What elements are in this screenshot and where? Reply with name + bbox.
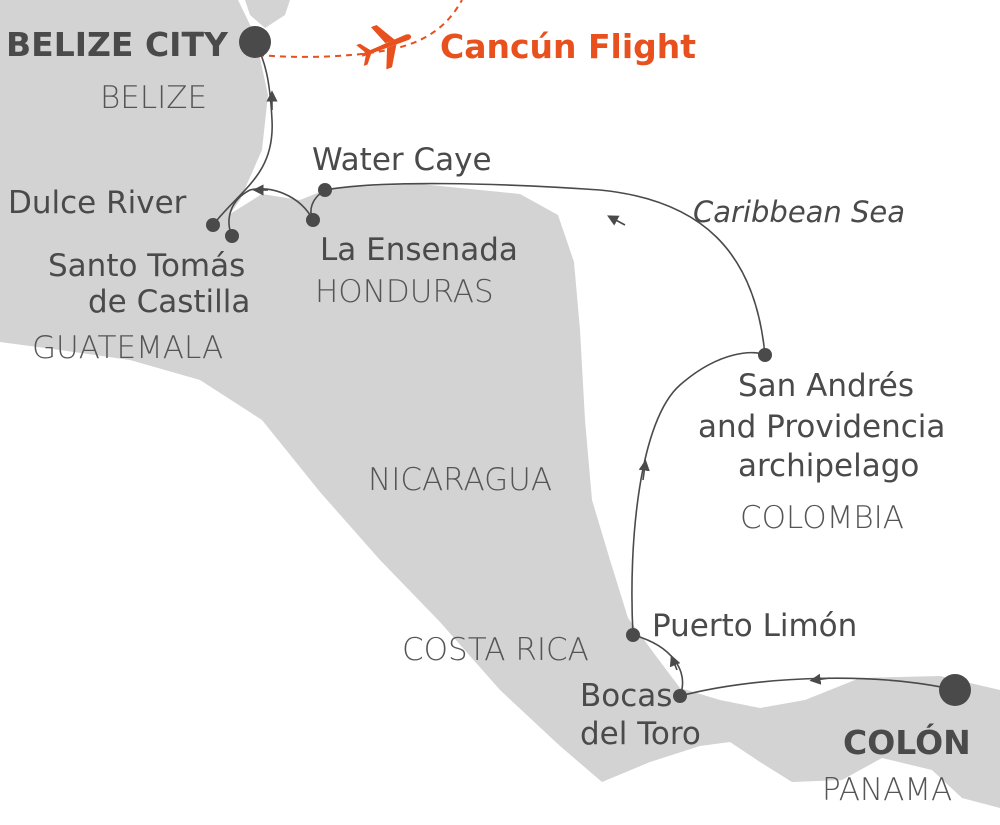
- label-belize: BELIZE: [100, 80, 207, 116]
- label-panama: PANAMA: [822, 772, 952, 808]
- flight-path: [257, 0, 463, 58]
- route-limon-sanandres: [631, 351, 766, 636]
- label-guatemala: GUATEMALA: [32, 330, 223, 366]
- route-sanandres-watercaye: [324, 182, 766, 356]
- label-bocas-1: Bocas: [580, 678, 672, 714]
- port-marker-san-andres[interactable]: [758, 348, 772, 362]
- route-lines: [212, 41, 956, 697]
- port-marker-bocas[interactable]: [673, 689, 687, 703]
- label-santo-tomas-1: Santo Tomás: [48, 248, 245, 284]
- land: [0, 0, 1000, 808]
- route-sanandres-arrow: [607, 215, 626, 226]
- landmass-central-america: [0, 0, 1000, 808]
- label-santo-tomas-2: de Castilla: [88, 284, 250, 320]
- label-san-andres-2: and Providencia: [698, 409, 945, 445]
- port-markers: [206, 26, 971, 706]
- port-marker-colon[interactable]: [939, 674, 971, 706]
- port-marker-puerto-limon[interactable]: [626, 628, 640, 642]
- port-marker-belize-city[interactable]: [239, 26, 271, 58]
- port-marker-la-ensenada[interactable]: [306, 213, 320, 227]
- island-north: [245, 0, 290, 28]
- label-nicaragua: NICARAGUA: [368, 462, 552, 498]
- labels: BELIZE CITY Cancún Flight BELIZE Water C…: [6, 25, 971, 808]
- airplane-icon: [356, 25, 412, 70]
- label-puerto-limon: Puerto Limón: [652, 608, 857, 644]
- port-marker-water-caye[interactable]: [318, 183, 332, 197]
- label-costa-rica: COSTA RICA: [402, 632, 589, 668]
- route-ensenada-santotomas: [228, 188, 314, 237]
- route-bocas-limon-arrow: [669, 654, 681, 671]
- label-bocas-2: del Toro: [580, 716, 701, 752]
- label-dulce-river: Dulce River: [8, 185, 187, 221]
- port-marker-santo-tomas[interactable]: [225, 229, 239, 243]
- label-colombia: COLOMBIA: [740, 500, 904, 536]
- label-colon: COLÓN: [843, 722, 971, 762]
- label-water-caye: Water Caye: [312, 142, 492, 178]
- route-dulce-belize: [212, 41, 273, 226]
- label-cancun-flight: Cancún Flight: [440, 27, 696, 66]
- port-marker-dulce-river[interactable]: [206, 218, 220, 232]
- label-caribbean-sea: Caribbean Sea: [693, 195, 905, 229]
- label-honduras: HONDURAS: [315, 274, 494, 310]
- label-belize-city: BELIZE CITY: [6, 25, 229, 64]
- label-san-andres-1: San Andrés: [738, 368, 914, 404]
- route-limon-arrow: [638, 459, 650, 481]
- label-la-ensenada: La Ensenada: [320, 232, 518, 268]
- label-san-andres-3: archipelago: [738, 448, 919, 484]
- route-colon-bocas-arrow: [809, 673, 831, 685]
